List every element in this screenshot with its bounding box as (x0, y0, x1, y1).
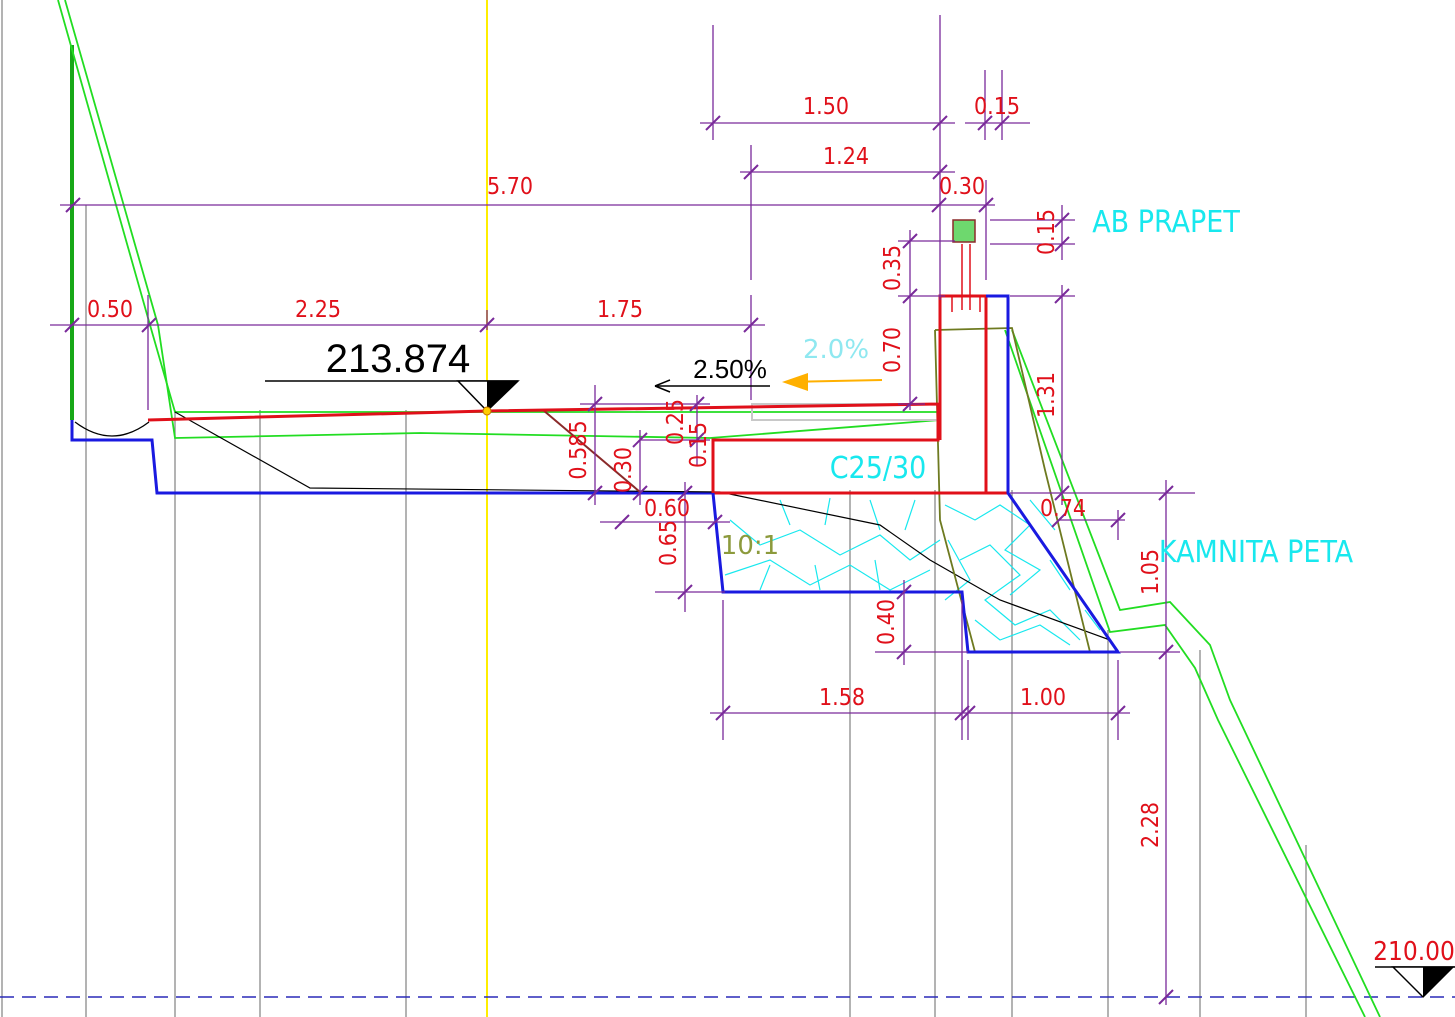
dim-1-75: 1.75 (597, 297, 643, 323)
excavation-slope (542, 409, 641, 493)
dim-5-70: 5.70 (487, 174, 533, 200)
dim-1-24: 1.24 (823, 144, 869, 170)
dim-2-25: 2.25 (295, 297, 341, 323)
existing-ground-line (174, 411, 1111, 641)
dim-0-30-mid: 0.30 (611, 447, 637, 493)
dim-0-15-side: 0.15 (1034, 209, 1060, 255)
elevation-top-label: 213.874 (326, 337, 471, 381)
dim-0-70: 0.70 (880, 327, 906, 373)
curb-arc (74, 421, 150, 437)
pavement-slope-indicator: 2.0% (782, 335, 883, 391)
dim-0-585: 0.585 (566, 420, 592, 479)
elevation-bottom-label: 210.00 (1373, 937, 1455, 967)
dim-1-00: 1.00 (1020, 685, 1066, 711)
dim-0-50: 0.50 (87, 297, 133, 323)
terrain-line (57, 0, 1381, 1017)
road-slope-label: 2.50% (693, 354, 767, 384)
batter-ratio-label: 10:1 (721, 531, 779, 561)
dim-1-50: 1.50 (803, 94, 849, 120)
dim-0-60: 0.60 (644, 496, 690, 522)
dim-0-15-top: 0.15 (974, 94, 1020, 120)
dim-0-65: 0.65 (656, 520, 682, 566)
dim-0-40: 0.40 (874, 599, 900, 645)
dimension-lines (50, 15, 1195, 1005)
elevation-marker-top: 213.874 (265, 337, 520, 416)
wall-foundation (711, 294, 1121, 654)
elevation-marker-bottom: 210.00 (1373, 937, 1455, 999)
station-grid-lines (1, 0, 1307, 1017)
parapet-label: AB PRAPET (1092, 205, 1240, 240)
dim-1-31: 1.31 (1034, 372, 1060, 418)
parapet-post (952, 219, 976, 243)
stone-toe-hatch (724, 497, 1101, 646)
dim-1-05: 1.05 (1138, 549, 1164, 595)
concrete-class-label: C25/30 (830, 451, 927, 486)
dim-0-74: 0.74 (1040, 496, 1086, 522)
dim-0-25: 0.25 (663, 399, 689, 445)
dim-0-30-top: 0.30 (939, 174, 985, 200)
stone-toe-label: KAMNITA PETA (1159, 535, 1354, 570)
dimension-labels: 5.70 0.50 2.25 1.75 1.50 1.24 0.30 0.15 … (87, 94, 1164, 848)
dim-1-58: 1.58 (819, 685, 865, 711)
parapet-rebar (951, 244, 981, 312)
dim-2-28: 2.28 (1138, 802, 1164, 848)
road-slope-indicator: 2.50% (654, 354, 770, 393)
existing-curb (70, 418, 715, 495)
pavement-slope-label: 2.0% (803, 335, 869, 365)
dim-0-15-mid: 0.15 (686, 422, 712, 468)
dim-0-35: 0.35 (880, 245, 906, 291)
